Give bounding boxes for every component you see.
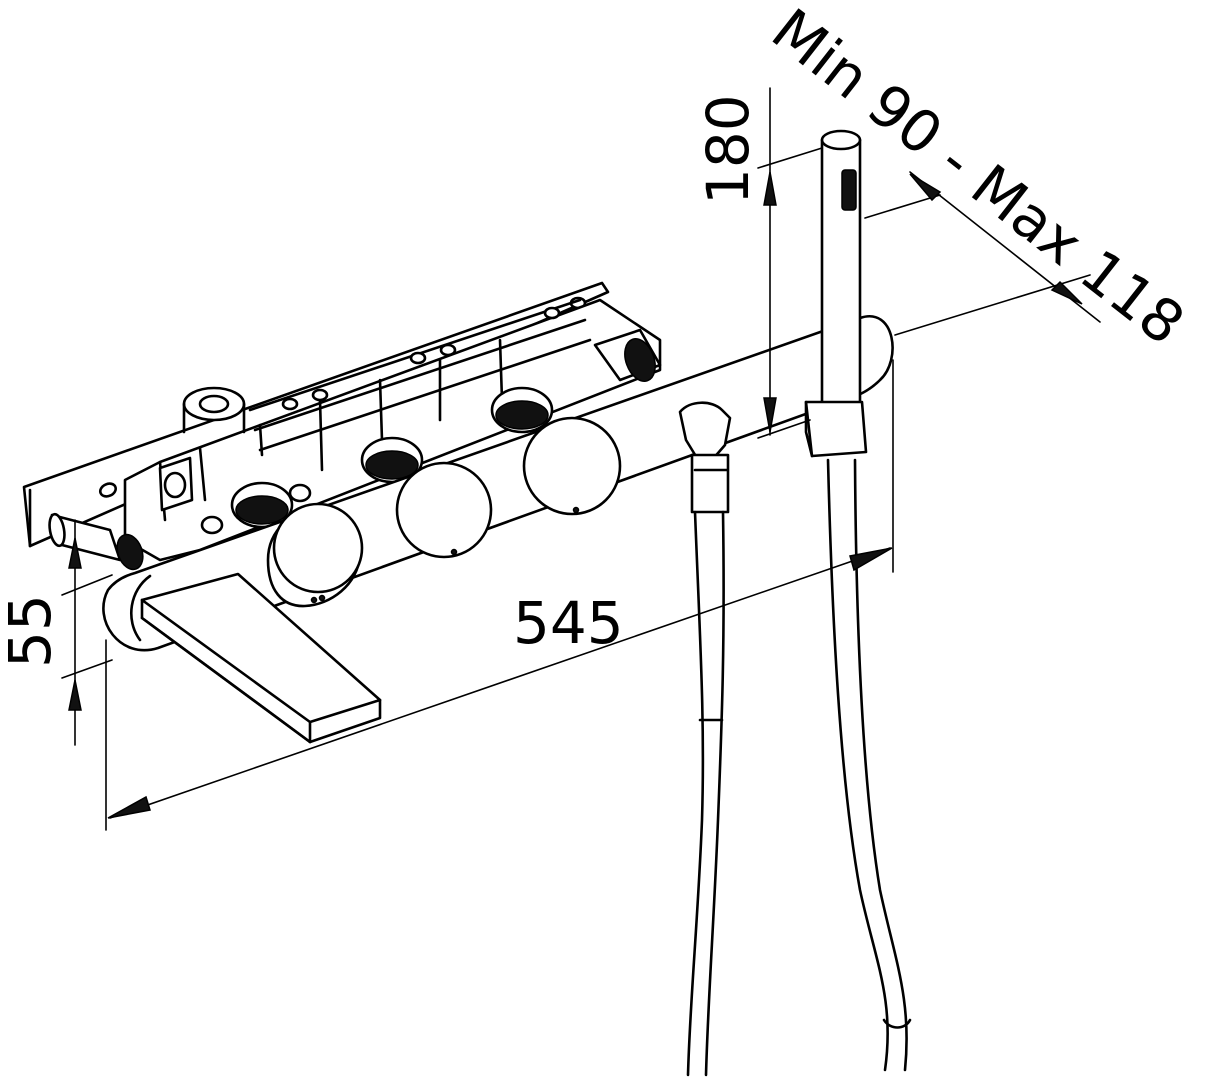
hose-outlet	[678, 401, 732, 514]
handle-left[interactable]	[266, 502, 364, 608]
bath-spout	[140, 572, 382, 744]
hand-shower	[820, 129, 862, 412]
shower-holder	[804, 400, 868, 458]
dimension-spacing	[864, 171, 1101, 336]
dimension-55	[61, 519, 113, 746]
handle-right[interactable]	[522, 416, 622, 516]
dimension-180	[757, 87, 823, 439]
handle-center[interactable]	[395, 461, 493, 559]
valve-body	[48, 298, 662, 571]
height-label: 55	[0, 594, 64, 668]
handshower-height-label: 180	[694, 94, 762, 205]
width-label: 545	[513, 589, 624, 657]
dimension-545	[105, 359, 894, 831]
